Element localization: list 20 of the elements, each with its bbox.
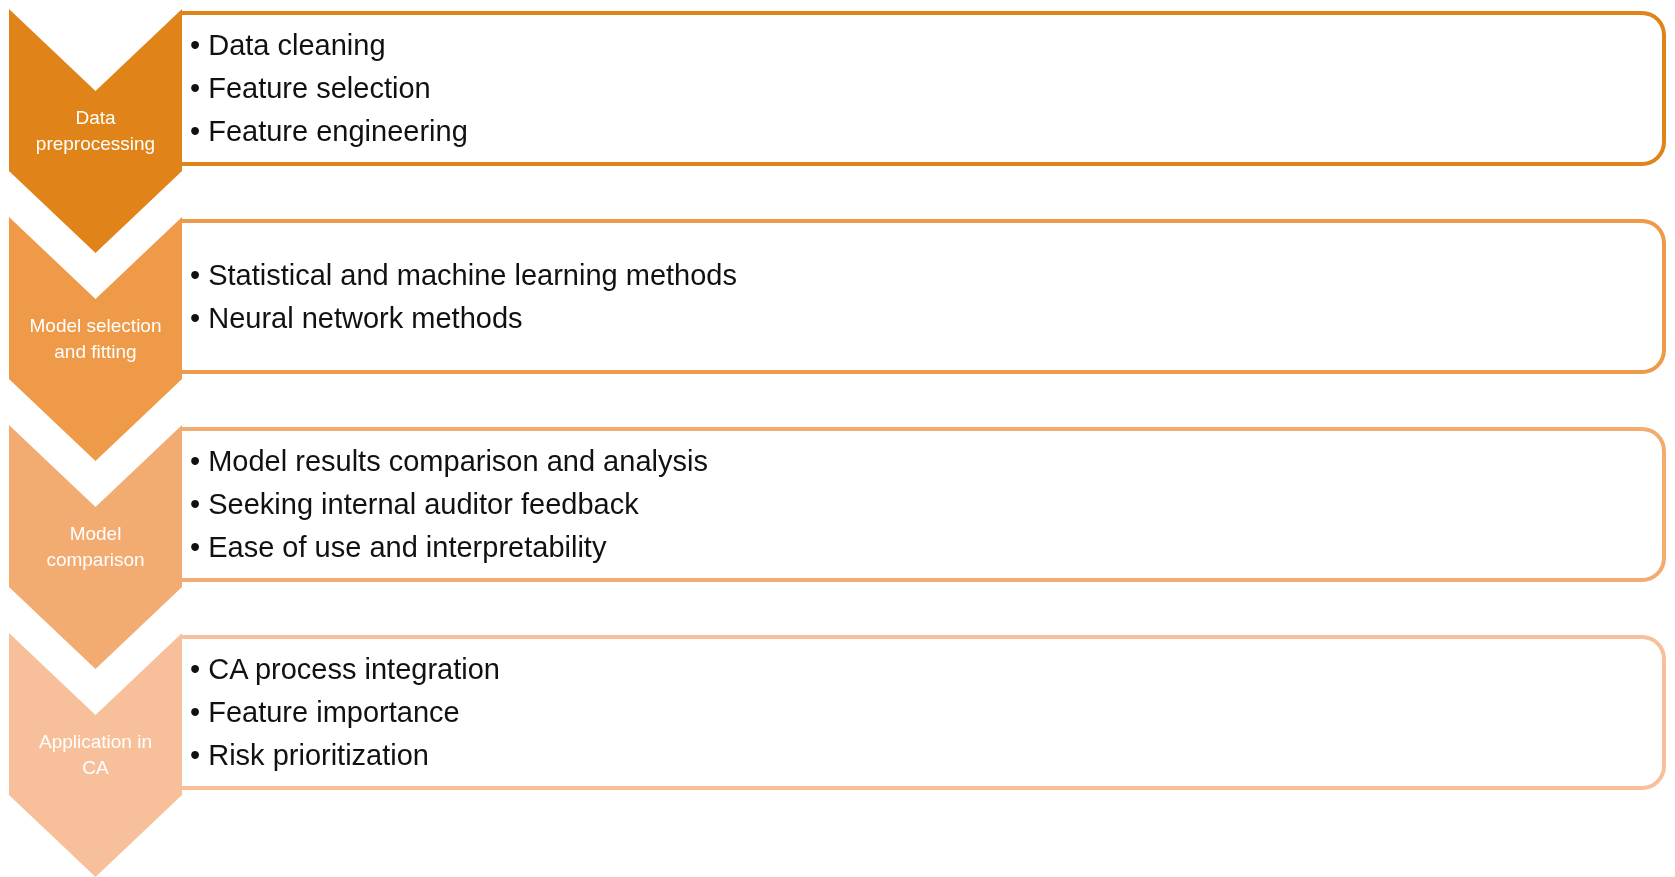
bullet-item: • Risk prioritization: [190, 738, 430, 773]
content-box: [182, 11, 1666, 166]
step-label: Application in CA: [38, 730, 153, 780]
bullet-item: • Neural network methods: [190, 300, 524, 336]
step-label: Model selection and fitting: [28, 314, 163, 364]
bullet-item: • Seeking internal auditor feedback: [190, 487, 640, 522]
bullet-item: • Feature engineering: [190, 114, 469, 149]
content-box: [182, 427, 1666, 582]
bullet-item: • Feature importance: [190, 695, 461, 730]
step-label: Model comparison: [45, 522, 146, 572]
bullet-item: • Model results comparison and analysis: [190, 444, 709, 479]
content-box: [182, 635, 1666, 790]
step-label: Data preprocessing: [34, 106, 157, 156]
bullet-item: • Ease of use and interpretability: [190, 530, 608, 565]
chevron-step: [9, 633, 182, 877]
bullet-item: • Statistical and machine learning methods: [190, 257, 738, 293]
bullet-item: • CA process integration: [190, 652, 501, 687]
bullet-item: • Feature selection: [190, 71, 432, 106]
bullet-item: • Data cleaning: [190, 28, 387, 63]
content-box: [182, 219, 1666, 374]
